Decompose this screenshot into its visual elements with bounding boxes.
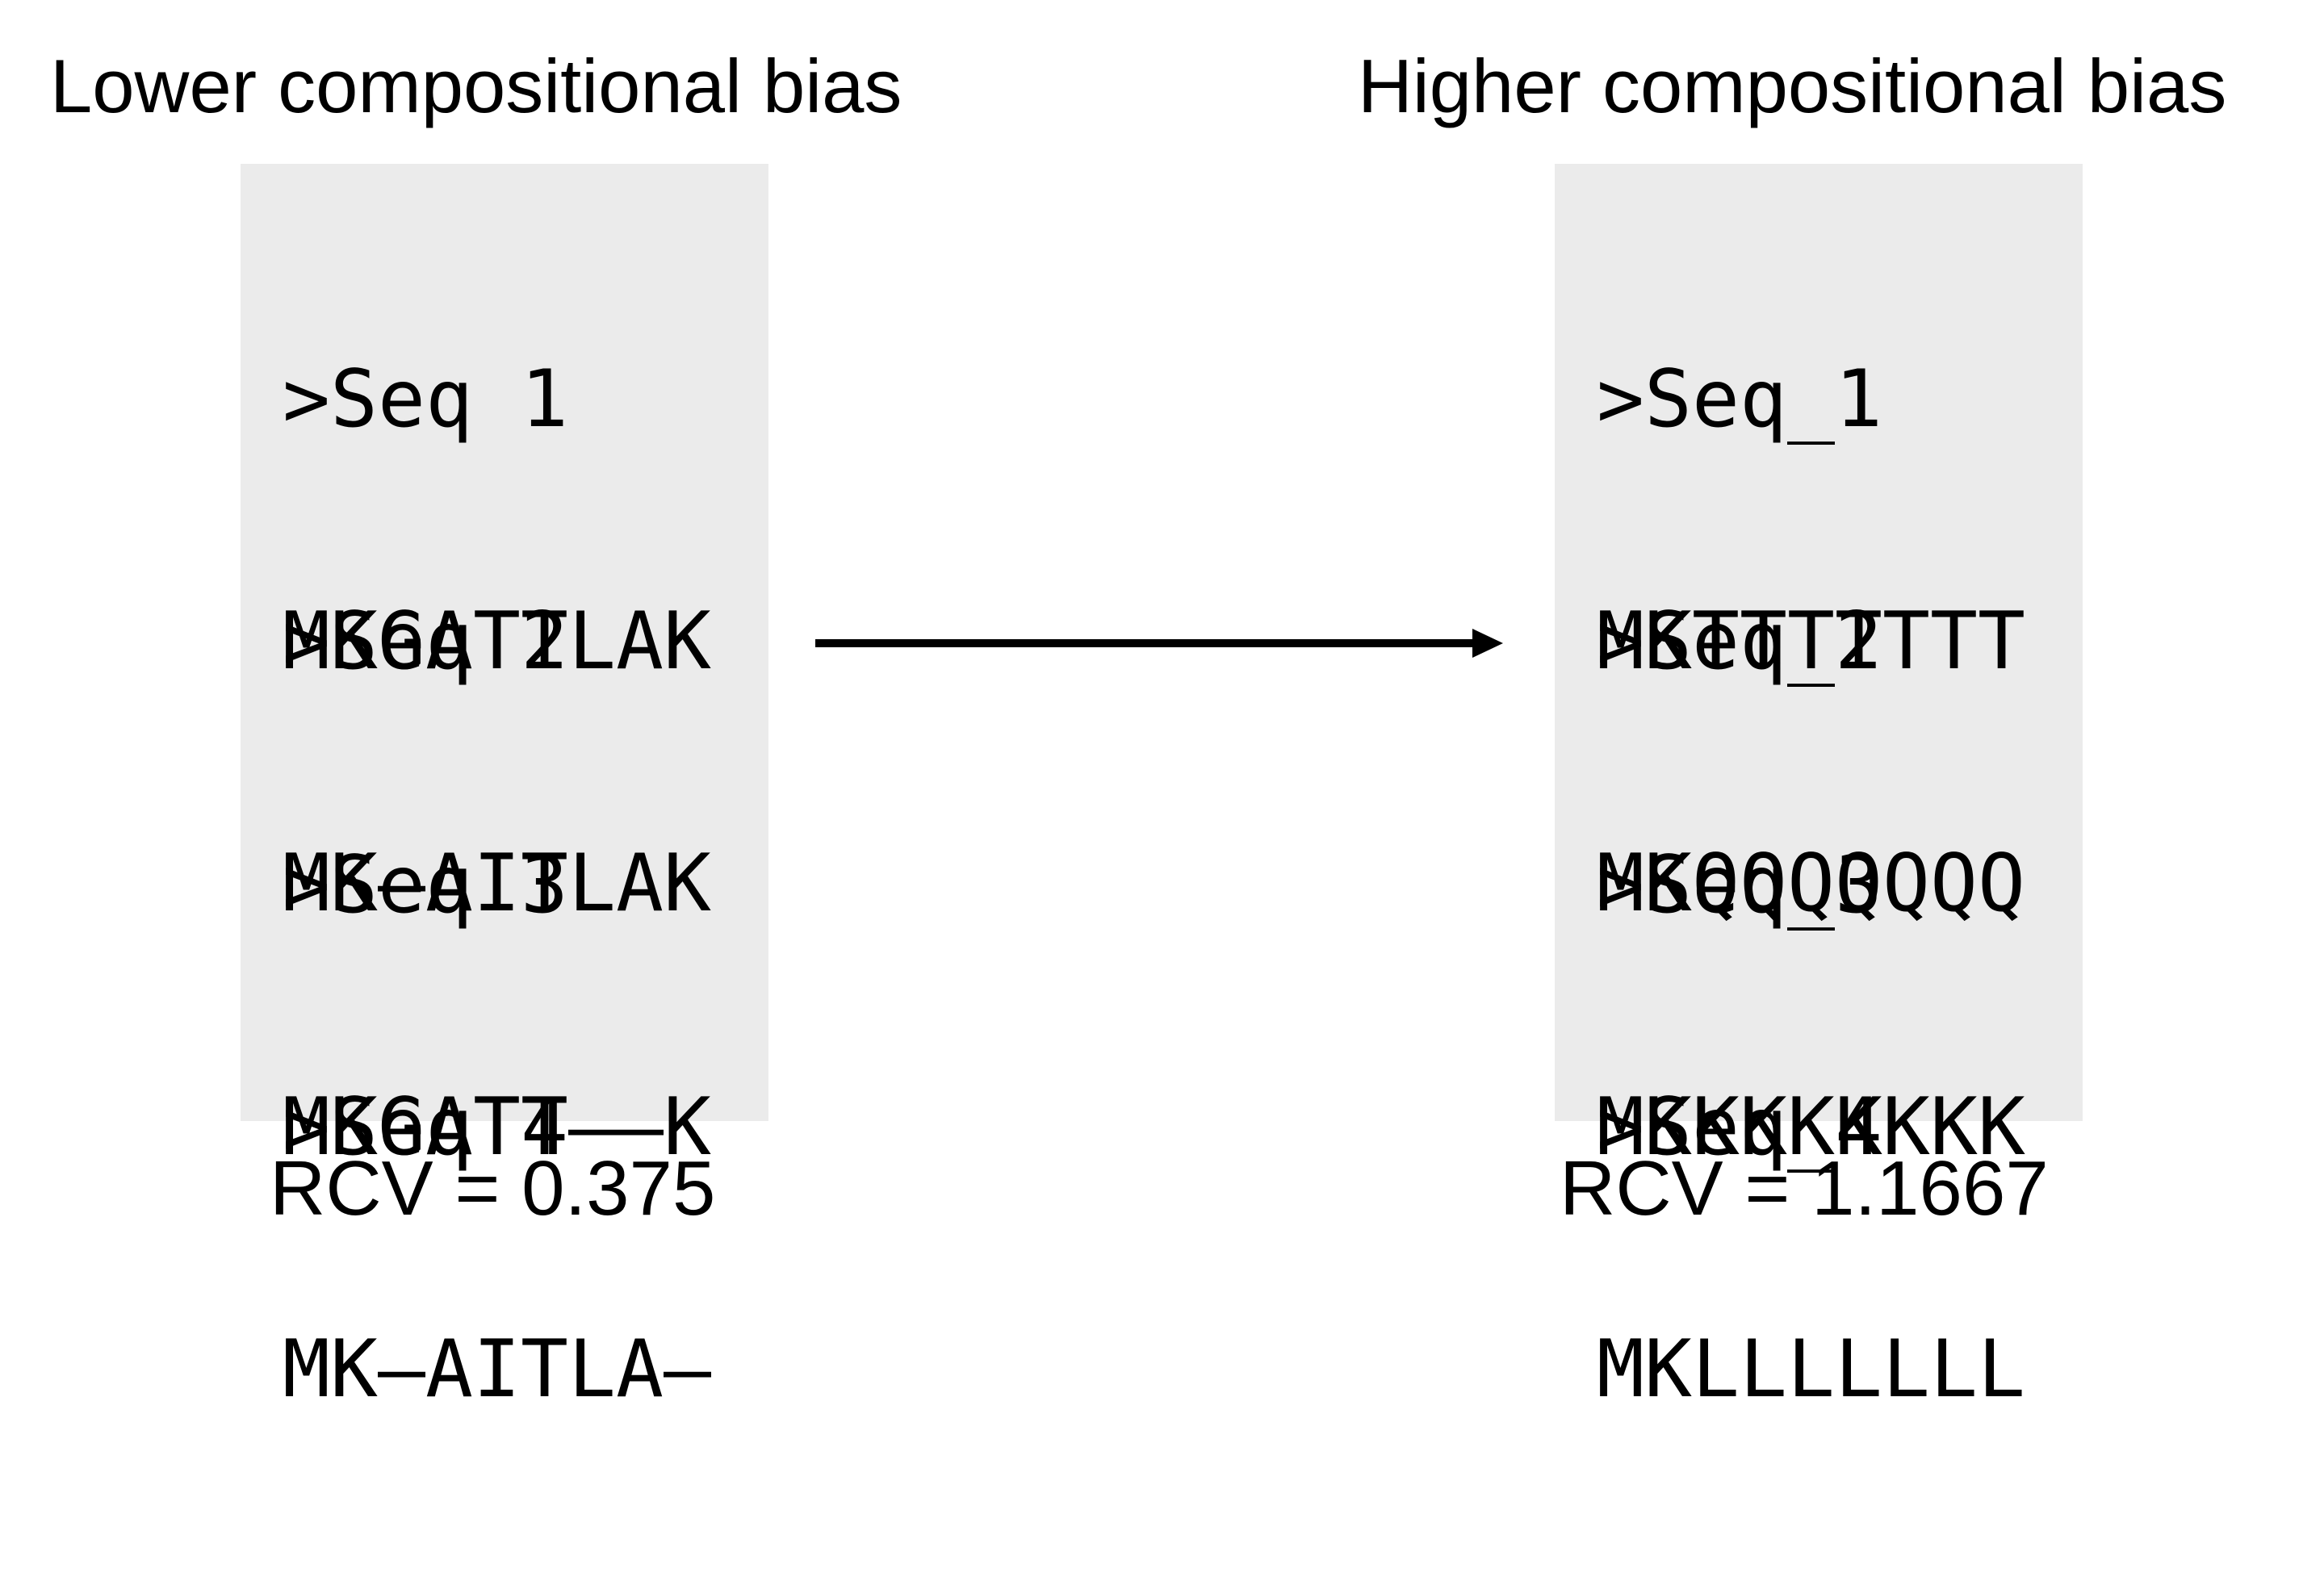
sequence-header: >Seq_2 bbox=[1597, 596, 1883, 688]
sequence-header: >Seq_3 bbox=[1597, 839, 1883, 931]
sequence-header: >Seq_1 bbox=[1597, 353, 1883, 445]
sequence-residues: MKGATT––K bbox=[283, 1081, 712, 1173]
sequence-residues: MKQQQQQQQ bbox=[1597, 838, 2026, 930]
right-panel-title: Higher compositional bias bbox=[1358, 44, 2227, 128]
sequence-header: >Seq_4 bbox=[1597, 1081, 1883, 1173]
arrow-head bbox=[1472, 629, 1503, 658]
transition-arrow bbox=[815, 629, 1503, 658]
sequence-residues: MKTTTTTTT bbox=[1597, 596, 2026, 688]
sequence-residues: MKKKKKKKK bbox=[1597, 1081, 2026, 1173]
right-rcv-value: RCV = 1.1667 bbox=[1560, 1145, 2049, 1232]
left-panel-title: Lower compositional bias bbox=[50, 44, 902, 128]
sequence-entry: >Seq 3 MKGATT––K bbox=[283, 684, 711, 1329]
sequence-residues: MKLLLLLLL bbox=[1597, 1324, 2026, 1416]
sequence-entry: >Seq_3 MKKKKKKKK bbox=[1597, 684, 2025, 1329]
sequence-entry: >Seq_1 MKTTTTTTT bbox=[1597, 198, 2025, 843]
sequence-header: >Seq 2 bbox=[283, 596, 569, 688]
left-rcv-value: RCV = 0.375 bbox=[270, 1145, 716, 1232]
sequence-header: >Seq 3 bbox=[283, 839, 569, 931]
left-alignment-box: >Seq 1 MKGATTLAK >Seq 2 MK–AITLAK >Seq 3… bbox=[241, 164, 768, 1410]
sequence-residues: MK–AITLA– bbox=[283, 1324, 712, 1416]
sequence-entry: >Seq 1 MKGATTLAK bbox=[283, 198, 711, 843]
sequence-residues: MK–AITLAK bbox=[283, 838, 712, 930]
sequence-header: >Seq 4 bbox=[283, 1081, 569, 1173]
sequence-header: >Seq 1 bbox=[283, 353, 569, 445]
sequence-residues: MKGATTLAK bbox=[283, 596, 712, 688]
sequence-entry: >Seq 2 MK–AITLAK bbox=[283, 440, 711, 1085]
sequence-entry: >Seq_2 MKQQQQQQQ bbox=[1597, 440, 2025, 1085]
